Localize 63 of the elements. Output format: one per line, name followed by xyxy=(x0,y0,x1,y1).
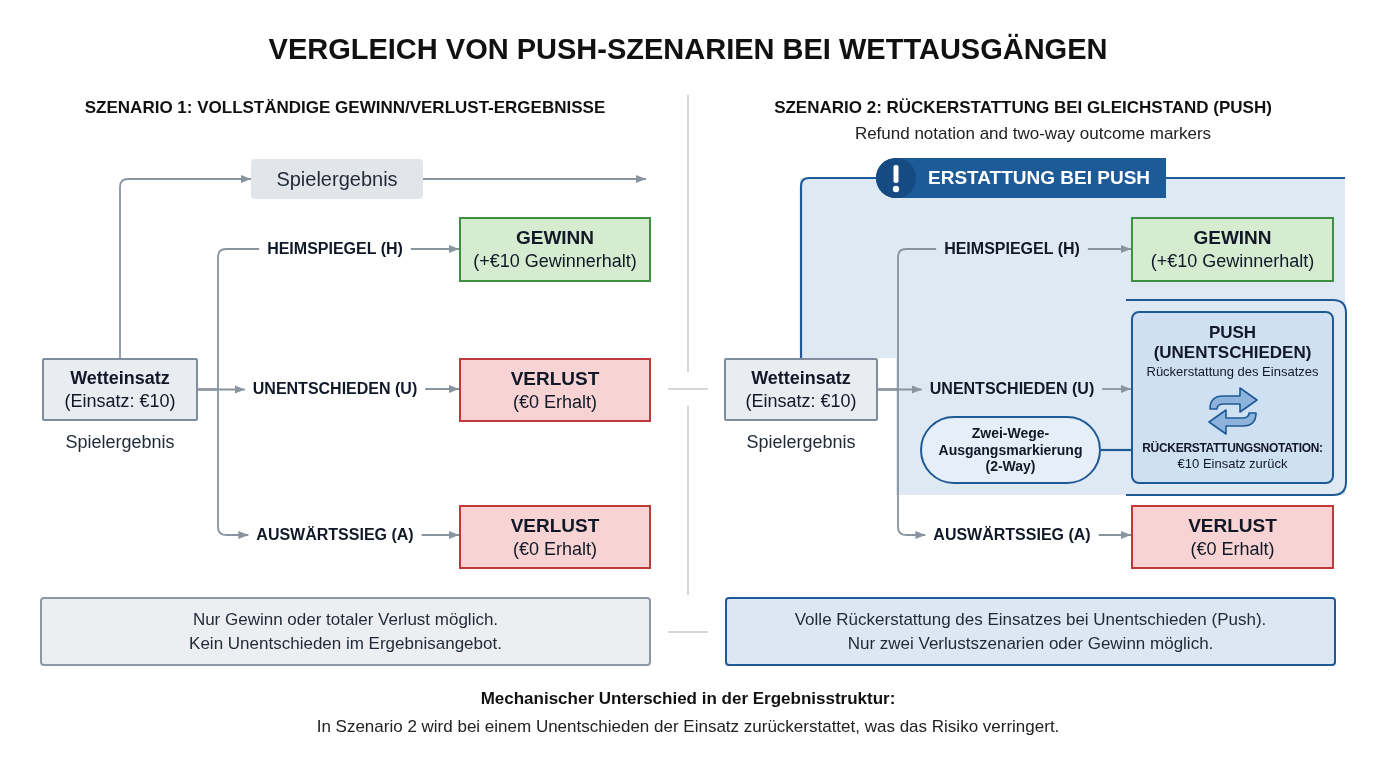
loss-result-box xyxy=(459,358,651,422)
outcome-label: UNENTSCHIEDEN (U) xyxy=(244,377,426,401)
push-title: PUSH (UNENTSCHIEDEN) xyxy=(1152,323,1313,363)
box-detail: (Einsatz: €10) xyxy=(745,389,857,412)
node-caption: Spielergebnis xyxy=(746,431,856,454)
result-chip: Spielergebnis xyxy=(251,159,423,199)
arrow xyxy=(877,388,927,539)
arrow xyxy=(1086,245,1132,253)
connector-line xyxy=(1101,448,1131,452)
result-detail: (€0 Erhalt) xyxy=(1190,537,1275,561)
result-detail: (+€10 Gewinnerhalt) xyxy=(473,250,637,273)
outcome-marker-pill: Zwei-Wege- Ausgangsmarkierung (2-Way) xyxy=(920,416,1101,484)
notation-value: €10 Einsatz zurück xyxy=(1177,455,1288,472)
win-result-box xyxy=(1131,217,1334,282)
section-heading: SZENARIO 1: VOLLSTÄNDIGE GEWINN/VERLUST-ERGEBNISSE xyxy=(84,97,606,120)
result-detail: (+€10 Gewinnerhalt) xyxy=(1150,250,1315,273)
summary-sentence: Nur zwei Verlustszenarien oder Gewinn möglich. xyxy=(847,632,1214,655)
outcome-label: HEIMSPIEGEL (H) xyxy=(259,237,411,261)
win-result-box xyxy=(459,217,651,282)
arrow xyxy=(197,388,250,539)
badge-title: ERSTATTUNG BEI PUSH xyxy=(928,165,1151,190)
arrow xyxy=(409,245,460,253)
summary-sentence: Volle Rückerstattung des Einsatzes bei Unentschieden (Push). xyxy=(794,609,1267,632)
outcome-label: AUSWÄRTSSIEG (A) xyxy=(925,523,1099,547)
result-detail: (€0 Erhalt) xyxy=(512,537,597,561)
summary-sentence: Nur Gewinn oder totaler Verlust möglich. xyxy=(192,609,499,632)
arrow xyxy=(1097,531,1132,539)
stake-box xyxy=(42,358,198,421)
diagram-title: VERGLEICH VON PUSH-SZENARIEN BEI WETTAUSGÄNGEN xyxy=(268,32,1108,68)
note-heading: Mechanischer Unterschied in der Ergebnisstruktur: xyxy=(480,688,896,711)
arrow xyxy=(119,175,252,359)
loss-result-box xyxy=(459,505,651,569)
outcome-label: HEIMSPIEGEL (H) xyxy=(936,237,1088,261)
box-detail: (Einsatz: €10) xyxy=(64,389,176,412)
arrow xyxy=(422,175,647,183)
arrow xyxy=(1101,385,1132,393)
alert-badge xyxy=(876,158,1167,198)
summary-sentence: Kein Unentschieden im Ergebnisangebot. xyxy=(189,632,502,655)
result-title: GEWINN xyxy=(1193,226,1272,251)
note-text: In Szenario 2 wird bei einem Unentschieden der Einsatz zurückerstattet, was das Risiko verringert. xyxy=(316,716,1060,739)
loss-result-box xyxy=(1131,505,1334,569)
connector-line xyxy=(799,176,876,358)
section-heading: SZENARIO 2: RÜCKERSTATTUNG BEI GLEICHSTAND (PUSH) xyxy=(774,97,1272,120)
result-title: VERLUST xyxy=(510,513,600,538)
box-title: Wetteinsatz xyxy=(751,367,851,390)
section-subtitle: Refund notation and two-way outcome markers xyxy=(854,123,1212,146)
box-title: Wetteinsatz xyxy=(70,367,170,390)
arrow xyxy=(420,531,460,539)
stake-box xyxy=(724,358,878,421)
notation-heading: RÜCKERSTATTUNGSNOTATION: xyxy=(1142,440,1323,456)
node-caption: Spielergebnis xyxy=(65,431,175,454)
connector-line xyxy=(1166,176,1345,180)
arrow xyxy=(424,385,460,393)
result-detail: (€0 Erhalt) xyxy=(512,390,597,414)
outcome-label: UNENTSCHIEDEN (U) xyxy=(921,377,1103,401)
result-title: VERLUST xyxy=(1188,513,1277,538)
summary-panel xyxy=(725,597,1336,666)
push-detail: Rückerstattung des Einsatzes xyxy=(1146,364,1319,381)
result-title: GEWINN xyxy=(515,226,595,251)
result-title: VERLUST xyxy=(510,366,600,391)
outcome-label: AUSWÄRTSSIEG (A) xyxy=(248,523,422,547)
push-result-box xyxy=(1131,311,1334,484)
summary-panel xyxy=(40,597,651,666)
